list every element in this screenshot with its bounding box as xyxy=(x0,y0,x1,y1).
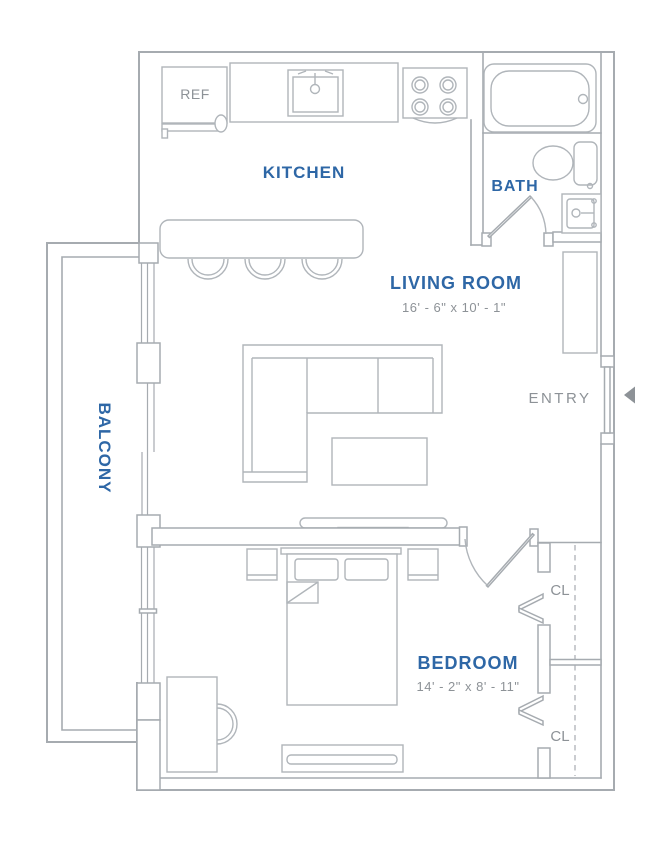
blanket-fold xyxy=(286,581,319,604)
door-jamb xyxy=(600,355,615,368)
stove xyxy=(402,67,468,119)
faucet-handle xyxy=(297,70,307,75)
pillow xyxy=(294,558,339,581)
wall-pier xyxy=(136,682,161,721)
door-jamb xyxy=(458,526,468,547)
balcony-inner-wall xyxy=(61,256,149,731)
bath-label: BATH xyxy=(491,178,538,195)
bed-headboard xyxy=(280,547,402,555)
window-mullion xyxy=(138,608,158,614)
vanity-knob xyxy=(591,222,597,228)
living-room xyxy=(242,344,448,532)
closet-wall-stub xyxy=(537,542,551,573)
bifold-door xyxy=(518,606,544,625)
living-room-label: LIVING ROOM xyxy=(390,273,522,293)
pillow xyxy=(344,558,389,581)
coffee-table xyxy=(331,437,428,486)
wall-pier xyxy=(138,242,159,264)
window-wall xyxy=(136,242,161,791)
bath-door-swing xyxy=(530,196,547,235)
entry-door-leaf xyxy=(603,366,611,434)
entry xyxy=(562,251,635,445)
bedroom-door-swing xyxy=(464,538,489,587)
faucet xyxy=(309,83,321,95)
bar-stool xyxy=(301,258,343,280)
door-jamb xyxy=(600,432,615,445)
kitchen-island xyxy=(159,219,364,259)
wall-pier xyxy=(136,719,161,791)
kitchen-label: KITCHEN xyxy=(263,163,346,182)
balcony-outer-wall xyxy=(46,242,140,743)
dresser xyxy=(281,744,404,773)
living-room-dimensions: 16' - 6" x 10' - 1" xyxy=(402,300,506,315)
closets xyxy=(518,541,602,779)
refrigerator-door xyxy=(161,123,224,132)
bar-stool xyxy=(187,258,229,280)
toilet-flush xyxy=(586,182,594,190)
bifold-door xyxy=(518,708,544,727)
entry-label: ENTRY xyxy=(528,390,591,407)
bedroom-door-leaf xyxy=(485,532,536,589)
closet-label-2: CL xyxy=(550,728,569,745)
bathtub-drain xyxy=(577,93,589,105)
closet-wall-stub xyxy=(537,747,551,779)
bifold-door xyxy=(518,694,544,714)
bifold-door xyxy=(518,592,544,612)
closet-divider-wall xyxy=(549,658,602,666)
door-jamb xyxy=(543,232,554,247)
bar-stool xyxy=(244,258,286,280)
dresser-front xyxy=(286,754,398,765)
bath-door-leaf xyxy=(486,194,533,239)
vanity-knob xyxy=(591,198,597,204)
closet-label-1: CL xyxy=(550,582,569,599)
desk-chair xyxy=(216,703,238,745)
door-jamb xyxy=(481,232,492,247)
bedroom-wall-and-door xyxy=(151,526,539,589)
refrigerator-handle xyxy=(214,114,228,133)
outer-wall xyxy=(136,51,615,791)
labels: KITCHEN BATH LIVING ROOM 16' - 6" x 10' … xyxy=(95,86,591,745)
faucet-handle xyxy=(324,70,334,75)
refrigerator-label: REF xyxy=(180,86,210,102)
tv xyxy=(299,517,448,529)
refrigerator-foot xyxy=(161,128,169,139)
closet-wall-stub xyxy=(537,624,551,694)
bedroom-label: BEDROOM xyxy=(418,653,519,673)
vanity-faucet xyxy=(571,208,581,218)
wall-pier xyxy=(136,342,161,384)
balcony xyxy=(46,242,149,743)
dividing-wall xyxy=(151,527,461,546)
stove-front xyxy=(412,117,458,124)
bedroom-dimensions: 14' - 2" x 8' - 11" xyxy=(417,679,520,694)
entry-arrow-icon xyxy=(624,386,635,404)
toilet-tank xyxy=(573,141,598,186)
kitchen xyxy=(159,62,468,280)
exterior-walls xyxy=(136,51,615,791)
toilet-bowl xyxy=(532,145,574,181)
desk xyxy=(166,676,218,773)
bathtub-basin xyxy=(490,70,590,127)
entry-cabinet xyxy=(562,251,598,354)
balcony-label: BALCONY xyxy=(95,402,114,493)
refrigerator xyxy=(161,66,228,124)
bedroom xyxy=(166,547,439,773)
bath xyxy=(470,51,602,247)
